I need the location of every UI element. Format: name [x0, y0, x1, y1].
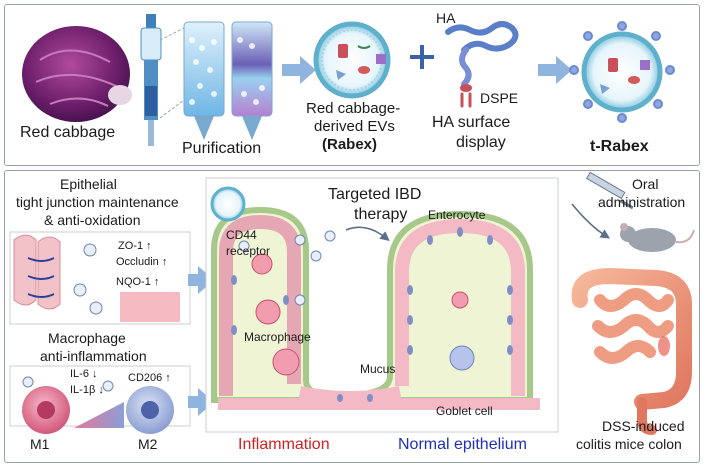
cabbage-label: Red cabbage	[20, 124, 116, 141]
targeted-line2: therapy	[354, 206, 408, 223]
epithelial-line3: & anti-oxidation	[44, 212, 141, 228]
cd44-line1: CD44	[226, 228, 257, 242]
m1-label: M1	[30, 436, 50, 452]
ha-label: HA	[436, 10, 456, 26]
m2-label: M2	[138, 436, 158, 452]
cd44-line2: receptor	[226, 244, 271, 258]
il6-label: IL-6 ↓	[70, 368, 98, 380]
macrophage-line1: Macrophage	[48, 330, 126, 346]
cd206-label: CD206 ↑	[128, 372, 171, 384]
colon-icon	[571, 267, 692, 435]
villi-icon	[13, 234, 103, 315]
targeted-line1: Targeted IBD	[328, 186, 422, 203]
trabex-label: t-Rabex	[590, 138, 649, 155]
oral-line2: administration	[598, 194, 686, 210]
dspe-label: DSPE	[480, 90, 519, 106]
ha-dspe-icon	[445, 21, 519, 108]
epithelial-line2: tight junction maintenance	[16, 194, 179, 210]
nqo1-label: NQO-1 ↑	[116, 276, 160, 288]
arrow-1	[282, 56, 316, 84]
red-cabbage-icon	[22, 26, 132, 122]
m2-cell-icon	[126, 386, 174, 434]
rabex-ev-icon	[313, 21, 391, 99]
intestine-illustration	[210, 186, 540, 410]
epithelial-line1: Epithelial	[60, 176, 117, 192]
inflammation-label: Inflammation	[238, 436, 330, 453]
oral-line1: Oral	[632, 176, 659, 192]
ha-display-line1: HA surface	[432, 114, 511, 131]
polarization-triangle	[74, 402, 124, 428]
goblet-label: Goblet cell	[436, 404, 493, 418]
t-rabex-icon	[569, 21, 675, 123]
evs-label-line3: (Rabex)	[322, 136, 378, 153]
nqo1-cells-icon	[120, 292, 180, 322]
ha-display-line2: display	[456, 134, 506, 151]
normal-epithelium-label: Normal epithelium	[398, 436, 527, 453]
macrophage-cell-label: Macrophage	[244, 330, 311, 344]
macrophage-line2: anti-inflammation	[40, 348, 147, 364]
arrow-3	[188, 266, 214, 294]
plus-icon	[410, 45, 434, 69]
arrow-2	[538, 56, 572, 84]
syringe-icon	[585, 171, 634, 210]
oral-arrow	[571, 203, 611, 239]
purification-columns-icon	[159, 21, 273, 140]
mucus-label: Mucus	[360, 362, 396, 376]
enterocyte-label: Enterocyte	[428, 208, 486, 222]
column-icon	[140, 14, 162, 146]
il1b-label: IL-1β ↓	[70, 384, 104, 396]
m1-cell-icon	[22, 386, 70, 434]
zo1-label: ZO-1 ↑	[118, 240, 152, 252]
purification-label: Purification	[182, 140, 262, 157]
evs-label-line1: Red cabbage-	[306, 100, 401, 117]
evs-label-line2: derived EVs	[314, 118, 395, 135]
dss-line2: colitis mice colon	[576, 436, 682, 452]
occludin-label: Occludin ↑	[116, 256, 168, 268]
arrow-4	[188, 388, 214, 416]
mouse-icon	[620, 223, 695, 252]
dss-line1: DSS-induced	[602, 418, 685, 434]
